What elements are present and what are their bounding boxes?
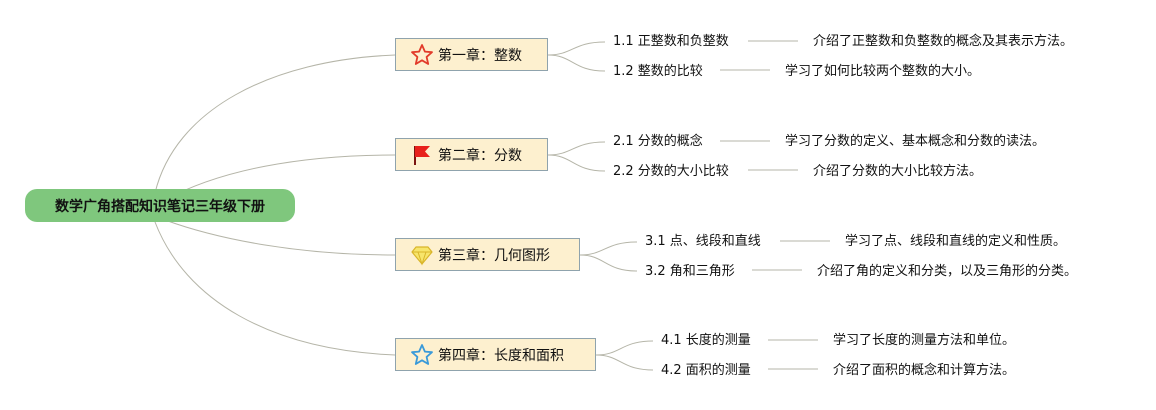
chapter-label: 第三章：几何图形 [438,247,550,264]
note-4-2: 介绍了面积的概念和计算方法。 [833,363,1016,378]
note-1-2: 学习了如何比较两个整数的大小。 [785,64,981,79]
diamond-icon [410,243,434,267]
note-3-1: 学习了点、线段和直线的定义和性质。 [845,234,1067,249]
root-to-chapter-3-link [164,219,396,256]
chapter-node-1[interactable]: 第一章：整数 [395,38,548,71]
root-to-chapter-4-link [154,221,396,356]
flag-icon [410,143,434,167]
chapter-4-to-topic-1-link [595,340,654,356]
chapter-4-to-topic-2-link [595,354,654,371]
chapter-label: 第一章：整数 [438,47,522,64]
note-3-2: 介绍了角的定义和分类，以及三角形的分类。 [817,264,1078,279]
star-outline-icon [410,343,434,367]
root-label: 数学广角搭配知识笔记三年级下册 [55,198,265,215]
chapter-2-to-topic-2-link [547,154,606,172]
star-outline-icon [410,43,434,67]
chapter-label: 第四章：长度和面积 [438,347,564,364]
root-node[interactable]: 数学广角搭配知识笔记三年级下册 [25,189,295,222]
topic-1-1[interactable]: 1.1 正整数和负整数 [613,34,729,49]
chapter-node-4[interactable]: 第四章：长度和面积 [395,338,596,371]
topic-2-1[interactable]: 2.1 分数的概念 [613,134,703,149]
topic-3-1[interactable]: 3.1 点、线段和直线 [645,234,761,249]
chapter-3-to-topic-1-link [579,241,638,256]
topic-1-2[interactable]: 1.2 整数的比较 [613,64,703,79]
chapter-2-to-topic-1-link [547,141,606,156]
chapter-3-to-topic-2-link [579,254,638,272]
note-2-1: 学习了分数的定义、基本概念和分数的读法。 [785,134,1046,149]
note-1-1: 介绍了正整数和负整数的概念及其表示方法。 [813,34,1074,49]
note-4-1: 学习了长度的测量方法和单位。 [833,333,1016,348]
topic-3-2[interactable]: 3.2 角和三角形 [645,264,735,279]
topic-4-1[interactable]: 4.1 长度的测量 [661,333,751,348]
note-2-2: 介绍了分数的大小比较方法。 [813,164,983,179]
topic-2-2[interactable]: 2.2 分数的大小比较 [613,164,729,179]
chapter-1-to-topic-2-link [547,54,606,72]
chapter-label: 第二章：分数 [438,147,522,164]
topic-4-2[interactable]: 4.2 面积的测量 [661,363,751,378]
root-to-chapter-1-link [154,54,396,194]
chapter-1-to-topic-1-link [547,41,606,56]
chapter-node-2[interactable]: 第二章：分数 [395,138,548,171]
chapter-node-3[interactable]: 第三章：几何图形 [395,238,580,271]
